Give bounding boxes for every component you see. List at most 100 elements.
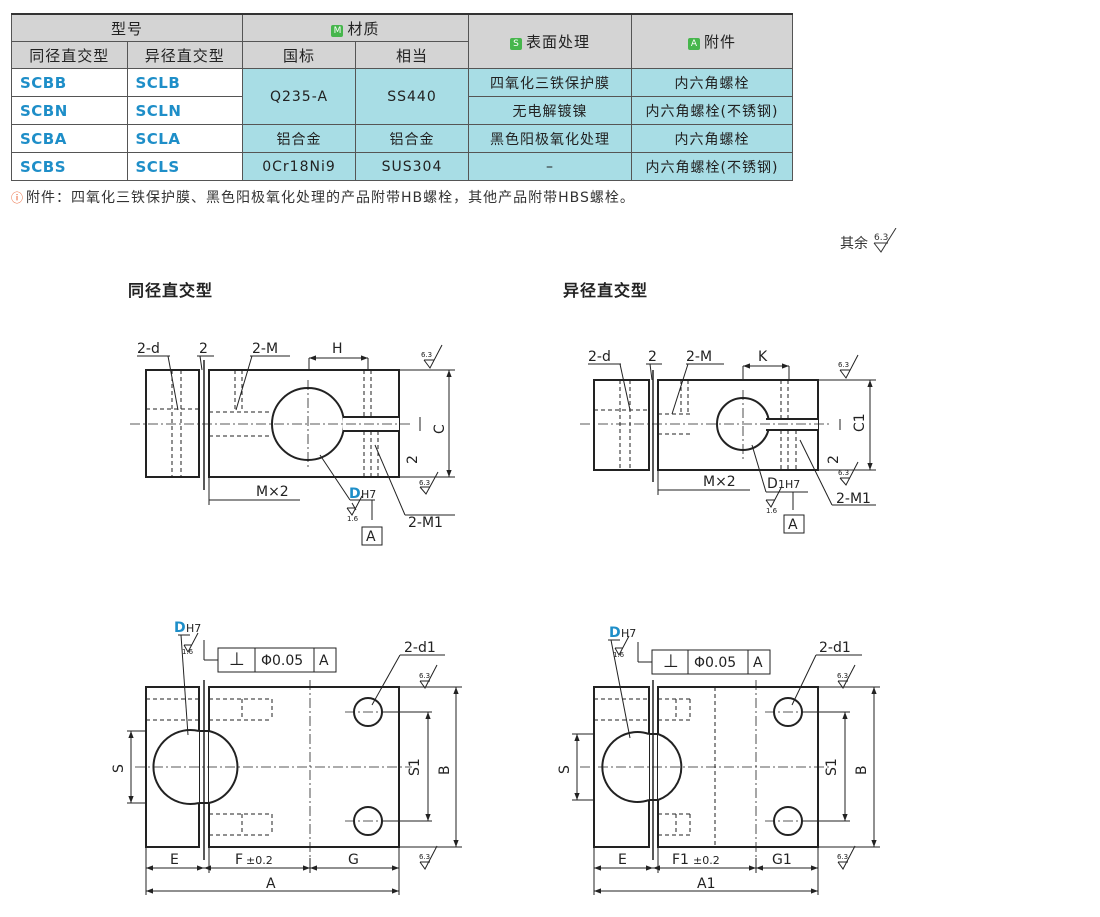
table-row: SCBA SCLA 铝合金 铝合金 黑色阳极氧化处理 内六角螺栓: [11, 124, 793, 153]
svg-text:D: D: [174, 620, 186, 636]
svg-text:6.3: 6.3: [838, 361, 849, 369]
svg-text:H7: H7: [361, 488, 376, 501]
accessory: 内六角螺栓: [631, 124, 793, 153]
svg-text:2: 2: [648, 349, 657, 365]
svg-text:E: E: [618, 852, 627, 868]
svg-text:S: S: [557, 765, 573, 774]
header-equivalent: 相当: [355, 41, 469, 69]
svg-text:A1: A1: [697, 876, 715, 892]
roughness-symbol-icon: 6.3: [874, 227, 897, 253]
header-same-diameter: 同径直交型: [11, 41, 128, 69]
header-model: 型号: [11, 13, 243, 42]
model-code-diff[interactable]: SCLS: [126, 152, 243, 181]
svg-text:E: E: [170, 852, 179, 868]
svg-text:1.6: 1.6: [347, 515, 359, 523]
warning-icon: ⓘ: [11, 191, 25, 205]
side-view-diff: [580, 354, 876, 534]
header-diff-diameter: 异径直交型: [126, 41, 243, 69]
svg-text:⊥: ⊥: [663, 651, 679, 672]
table-row: SCBS SCLS 0Cr18Ni9 SUS304 – 内六角螺栓(不锈钢): [11, 152, 793, 181]
model-code-same[interactable]: SCBS: [11, 152, 128, 181]
svg-text:2-d: 2-d: [588, 349, 611, 365]
svg-text:2-M1: 2-M1: [408, 515, 443, 531]
svg-text:6.3: 6.3: [837, 853, 848, 861]
svg-text:H: H: [332, 341, 343, 357]
svg-text:1.6: 1.6: [182, 648, 194, 656]
svg-text:G1: G1: [772, 852, 792, 868]
svg-text:2-M: 2-M: [686, 349, 712, 365]
svg-text:2-M1: 2-M1: [836, 491, 871, 507]
svg-text:2: 2: [826, 455, 842, 464]
svg-text:D: D: [349, 486, 361, 502]
svg-text:M×2: M×2: [256, 484, 289, 500]
svg-text:C: C: [432, 424, 448, 434]
roughness-note: 其余 6.3: [840, 227, 908, 254]
svg-text:H7: H7: [621, 627, 636, 640]
material-equivalent: 铝合金: [355, 124, 469, 153]
surface-treatment: 黑色阳极氧化处理: [468, 124, 632, 153]
surface-treatment: –: [468, 152, 632, 181]
model-code-diff[interactable]: SCLB: [126, 68, 243, 97]
model-code-same[interactable]: SCBB: [11, 68, 128, 97]
model-code-same[interactable]: SCBN: [11, 96, 128, 125]
model-code-same[interactable]: SCBA: [11, 124, 128, 153]
svg-text:F1: F1: [672, 852, 689, 868]
svg-text:1.6: 1.6: [613, 651, 625, 659]
svg-text:G: G: [348, 852, 359, 868]
svg-text:S1: S1: [824, 758, 840, 776]
svg-text:A: A: [266, 876, 276, 892]
svg-text:D: D: [609, 625, 621, 641]
svg-text:⊥: ⊥: [229, 649, 245, 670]
svg-text:H7: H7: [186, 622, 201, 635]
svg-text:D: D: [767, 476, 778, 492]
title-diff-diameter: 异径直交型: [563, 281, 649, 300]
svg-text:A: A: [319, 653, 329, 669]
svg-text:A: A: [366, 529, 376, 545]
model-code-diff[interactable]: SCLN: [126, 96, 243, 125]
svg-text:K: K: [758, 349, 768, 365]
svg-text:6.3: 6.3: [837, 672, 848, 680]
svg-text:6.3: 6.3: [874, 233, 888, 243]
svg-text:C1: C1: [852, 413, 868, 432]
svg-text:2: 2: [405, 455, 421, 464]
surface-treatment: 四氧化三铁保护膜: [468, 68, 632, 97]
svg-text:6.3: 6.3: [419, 853, 430, 861]
accessory: 内六角螺栓: [631, 68, 793, 97]
table-row: SCBN SCLN 无电解镀镍 内六角螺栓(不锈钢): [11, 96, 793, 125]
svg-text:2-d1: 2-d1: [404, 640, 436, 656]
table-row: SCBB SCLB Q235-A SS440 四氧化三铁保护膜 内六角螺栓: [11, 68, 793, 125]
svg-text:M×2: M×2: [703, 474, 736, 490]
svg-text:2-d: 2-d: [137, 341, 160, 357]
svg-text:A: A: [753, 655, 763, 671]
svg-text:2-d1: 2-d1: [819, 640, 851, 656]
svg-text:±0.2: ±0.2: [693, 854, 720, 867]
material-national: Q235-A: [242, 68, 356, 125]
side-view-same: [130, 344, 455, 546]
svg-text:S: S: [111, 764, 127, 773]
svg-text:Φ0.05: Φ0.05: [694, 655, 736, 671]
top-view-same: [127, 632, 462, 895]
material-equivalent: SS440: [355, 68, 469, 125]
svg-text:B: B: [437, 765, 453, 775]
svg-text:±0.2: ±0.2: [246, 854, 273, 867]
svg-text:1H7: 1H7: [778, 478, 800, 491]
surface-treatment: 无电解镀镍: [468, 96, 632, 125]
svg-text:S1: S1: [407, 758, 423, 776]
title-same-diameter: 同径直交型: [128, 281, 214, 300]
svg-text:F: F: [235, 852, 243, 868]
material-badge-icon: M: [331, 24, 344, 37]
surface-badge-icon: S: [509, 38, 522, 50]
model-code-diff[interactable]: SCLA: [126, 124, 243, 153]
svg-text:6.3: 6.3: [421, 351, 432, 359]
accessory: 内六角螺栓(不锈钢): [631, 152, 793, 181]
